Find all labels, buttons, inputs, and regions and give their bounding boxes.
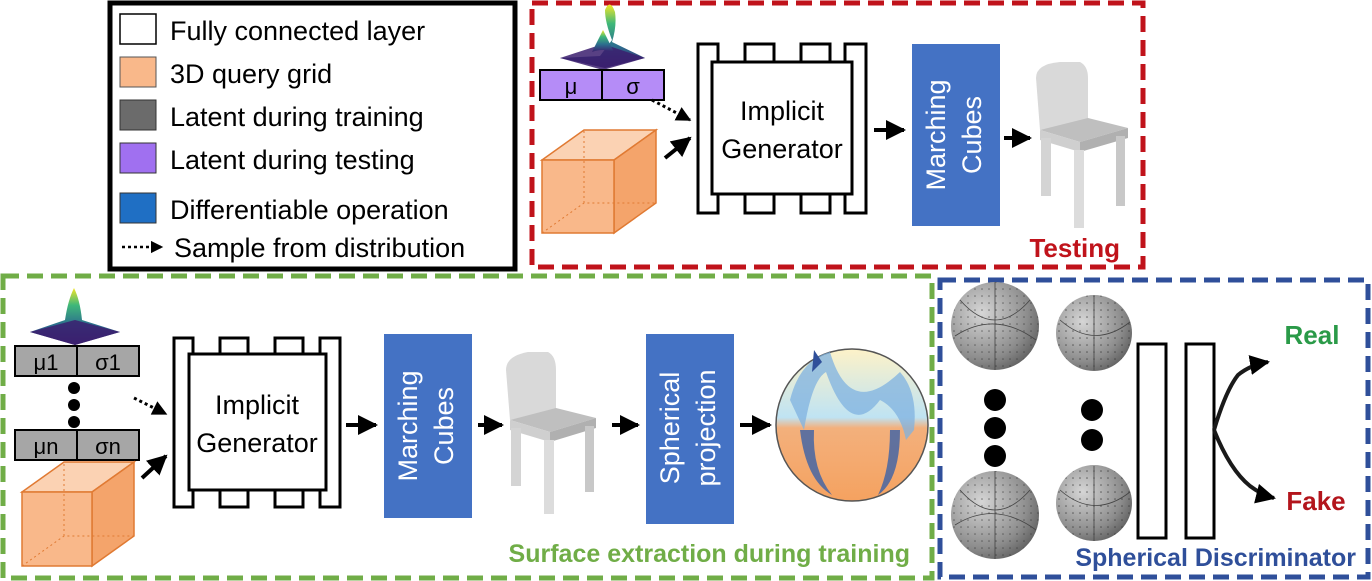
legend-swatch-fc	[119, 13, 157, 45]
gaussian-distribution-icon	[560, 4, 645, 70]
ellipsis-dot	[984, 445, 1006, 467]
legend-label-sample: Sample from distribution	[174, 233, 465, 263]
mesh-sphere-small-bottom	[1056, 465, 1132, 541]
latent-sigma-cell	[601, 69, 665, 101]
latent-sigman-label: σn	[95, 434, 121, 459]
fc-layer-2	[1184, 342, 1216, 540]
latent-mu1-label: μ1	[34, 350, 59, 375]
generator-label-train-1: Implicit	[215, 390, 300, 420]
chair-mesh	[1036, 62, 1128, 228]
mc-label-train-2: Cubes	[429, 387, 459, 465]
discriminator-frame	[937, 277, 1371, 580]
mesh-sphere-small-top	[1056, 295, 1132, 371]
latent-mun-label: μn	[34, 434, 59, 459]
ellipsis-dot	[68, 399, 80, 411]
real-arrow	[1212, 355, 1270, 431]
ellipsis-dot	[68, 382, 80, 394]
real-label: Real	[1285, 320, 1340, 350]
training-title: Surface extraction during training	[509, 540, 910, 568]
generator-label-1: Implicit	[740, 96, 825, 126]
testing-frame	[529, 0, 1146, 270]
generator-label-train-2: Generator	[196, 428, 318, 458]
sp-label-1: Spherical	[655, 372, 685, 485]
testing-panel: μ σ Implicit Generator Marching Cubes	[529, 0, 1146, 270]
testing-title: Testing	[1029, 233, 1120, 263]
discriminator-title: Spherical Discriminator	[1075, 544, 1356, 572]
ellipsis-dot	[1081, 429, 1103, 451]
mc-label-1: Marching	[921, 79, 951, 190]
latent-sigman-cell	[76, 429, 140, 461]
latent-sigma1-cell	[76, 345, 140, 377]
training-frame	[0, 273, 935, 581]
legend-swatch-grid	[119, 56, 157, 88]
grid-arrow	[663, 136, 692, 160]
legend-label-diff: Differentiable operation	[170, 195, 449, 225]
fake-label: Fake	[1286, 486, 1345, 516]
mc-label-2: Cubes	[957, 96, 987, 174]
sample-arrow-train	[133, 396, 168, 416]
legend-swatch-latent-train	[119, 99, 157, 131]
legend-frame	[107, 0, 518, 272]
chair-mesh-train	[506, 352, 596, 514]
grid-arrow-train	[140, 454, 168, 480]
latent-sigma1-label: σ1	[95, 350, 121, 375]
ellipsis-dot	[984, 417, 1006, 439]
legend-swatch-latent-test	[119, 142, 157, 174]
marching-cubes-block	[912, 44, 1000, 226]
legend-swatch-diff	[119, 192, 157, 224]
sp-label-2: projection	[691, 369, 721, 486]
query-grid-cube	[539, 128, 659, 235]
ellipsis-dot	[1081, 399, 1103, 421]
marching-cubes-block-train	[384, 334, 472, 518]
spherical-map	[775, 348, 929, 502]
legend-label-latent-train: Latent during training	[170, 102, 424, 132]
discriminator-panel: Real Fake Spherical Discriminator	[937, 277, 1371, 580]
legend-label-grid: 3D query grid	[170, 59, 332, 89]
implicit-generator-block-train	[172, 336, 342, 509]
mesh-sphere-large-bottom	[951, 471, 1039, 559]
latent-mu-label: μ	[565, 74, 578, 99]
legend: Fully connected layer 3D query grid Late…	[107, 0, 518, 272]
mesh-sphere-large-top	[951, 282, 1039, 370]
spherical-projection-block	[646, 334, 734, 524]
fc-layer-1	[1136, 342, 1168, 540]
training-panel: μ1 σ1 μn σn Implicit Generator Marching …	[0, 273, 935, 581]
fake-arrow	[1212, 429, 1276, 504]
gaussian-distribution-icon-train	[30, 288, 120, 345]
ellipsis-dot	[68, 416, 80, 428]
generator-label-2: Generator	[721, 134, 843, 164]
ellipsis-dot	[984, 389, 1006, 411]
latent-mu-cell	[539, 69, 603, 101]
implicit-generator-block	[696, 42, 868, 215]
query-grid-cube-train	[19, 460, 137, 568]
latent-mun-cell	[14, 429, 78, 461]
latent-sigma-label: σ	[626, 74, 640, 99]
legend-label-fc: Fully connected layer	[170, 16, 425, 46]
sample-arrow	[651, 98, 692, 122]
legend-label-latent-test: Latent during testing	[170, 145, 415, 175]
mc-label-train-1: Marching	[393, 370, 423, 481]
